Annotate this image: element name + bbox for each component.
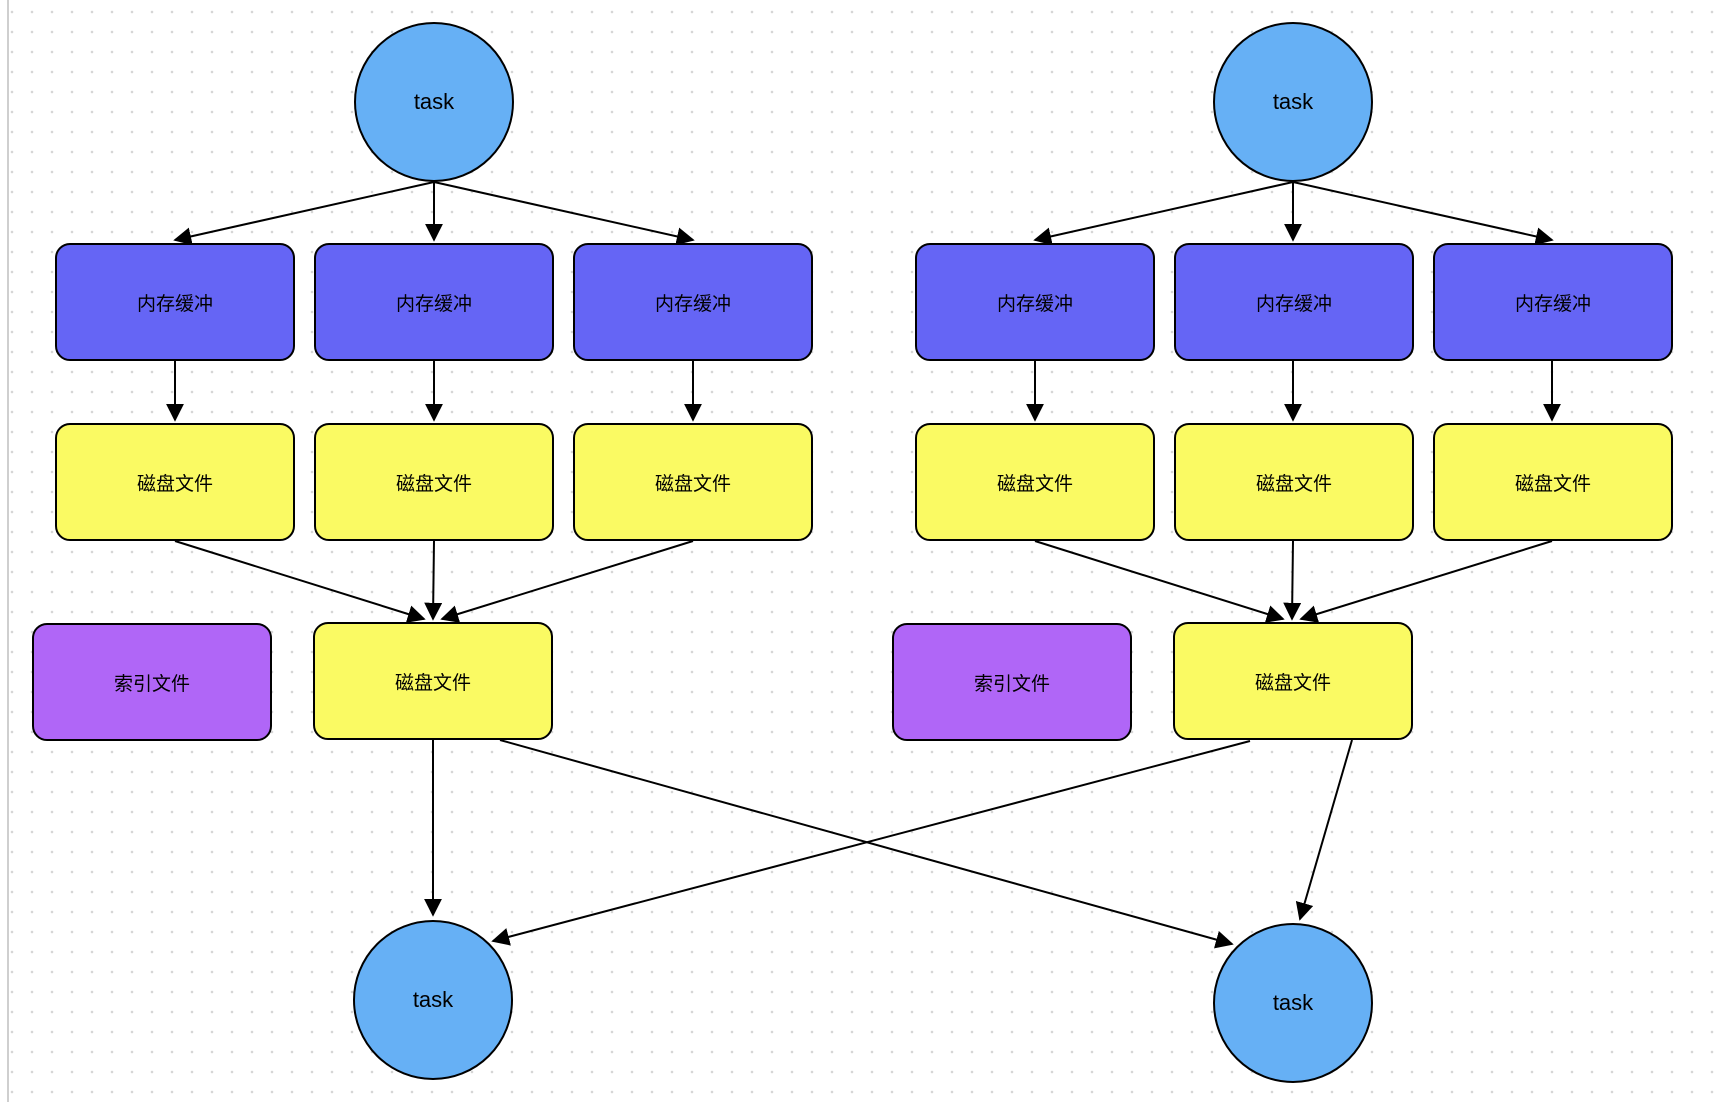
merged-disk-file-box-left[interactable]: 磁盘文件 [313, 622, 553, 740]
task-label: task [1272, 89, 1314, 114]
task-node-top-left[interactable]: task [354, 22, 514, 182]
task-label: task [413, 89, 455, 114]
memory-buffer-box-left-3[interactable]: 内存缓冲 [573, 243, 813, 361]
edge-left-disk-3-to-merged[interactable] [440, 540, 694, 623]
edge-left-disk-1-to-merged[interactable] [174, 540, 426, 623]
edge-right-merged-to-right-task[interactable] [1295, 739, 1353, 921]
memory-buffer-label: 内存缓冲 [654, 293, 731, 315]
disk-file-label: 磁盘文件 [996, 473, 1073, 495]
memory-buffer-box-left-1[interactable]: 内存缓冲 [55, 243, 295, 361]
memory-buffer-box-right-3[interactable]: 内存缓冲 [1433, 243, 1673, 361]
task-label: task [1272, 990, 1314, 1015]
page-border-left [7, 0, 9, 1102]
disk-file-box-left-1[interactable]: 磁盘文件 [55, 423, 295, 541]
edge-right-merged-to-left-task[interactable] [491, 740, 1251, 946]
memory-buffer-label: 内存缓冲 [136, 293, 213, 315]
task-node-bottom-left[interactable]: task [353, 920, 513, 1080]
disk-file-label: 磁盘文件 [1255, 473, 1332, 495]
edge-left-task-to-buffer-1[interactable] [173, 181, 435, 246]
edge-right-disk-1-to-merged[interactable] [1034, 540, 1285, 623]
memory-buffer-label: 内存缓冲 [996, 293, 1073, 315]
disk-file-label: 磁盘文件 [654, 473, 731, 495]
disk-file-box-right-2[interactable]: 磁盘文件 [1174, 423, 1414, 541]
memory-buffer-box-right-2[interactable]: 内存缓冲 [1174, 243, 1414, 361]
disk-file-label: 磁盘文件 [395, 473, 472, 495]
task-node-bottom-right[interactable]: task [1213, 923, 1373, 1083]
index-file-label: 索引文件 [973, 673, 1050, 695]
memory-buffer-label: 内存缓冲 [395, 293, 472, 315]
memory-buffer-label: 内存缓冲 [1514, 293, 1591, 315]
disk-file-label: 磁盘文件 [1514, 473, 1591, 495]
index-file-box-left[interactable]: 索引文件 [32, 623, 272, 741]
merged-disk-file-box-right[interactable]: 磁盘文件 [1173, 622, 1413, 740]
edge-right-disk-2-to-merged[interactable] [1283, 540, 1302, 621]
index-file-box-right[interactable]: 索引文件 [892, 623, 1132, 741]
edge-left-task-to-buffer-3[interactable] [433, 181, 695, 246]
memory-buffer-label: 内存缓冲 [1255, 293, 1332, 315]
memory-buffer-box-left-2[interactable]: 内存缓冲 [314, 243, 554, 361]
disk-file-box-left-2[interactable]: 磁盘文件 [314, 423, 554, 541]
disk-file-label: 磁盘文件 [394, 672, 471, 694]
index-file-label: 索引文件 [113, 673, 190, 695]
memory-buffer-box-right-1[interactable]: 内存缓冲 [915, 243, 1155, 361]
task-node-top-right[interactable]: task [1213, 22, 1373, 182]
edge-right-task-to-buffer-3[interactable] [1292, 181, 1554, 246]
disk-file-label: 磁盘文件 [1254, 672, 1331, 694]
disk-file-label: 磁盘文件 [136, 473, 213, 495]
edge-left-disk-2-to-merged[interactable] [424, 540, 443, 621]
disk-file-box-right-1[interactable]: 磁盘文件 [915, 423, 1155, 541]
task-label: task [412, 987, 454, 1012]
edge-right-disk-3-to-merged[interactable] [1299, 540, 1553, 623]
edge-right-task-to-buffer-1[interactable] [1033, 181, 1294, 246]
disk-file-box-right-3[interactable]: 磁盘文件 [1433, 423, 1673, 541]
disk-file-box-left-3[interactable]: 磁盘文件 [573, 423, 813, 541]
